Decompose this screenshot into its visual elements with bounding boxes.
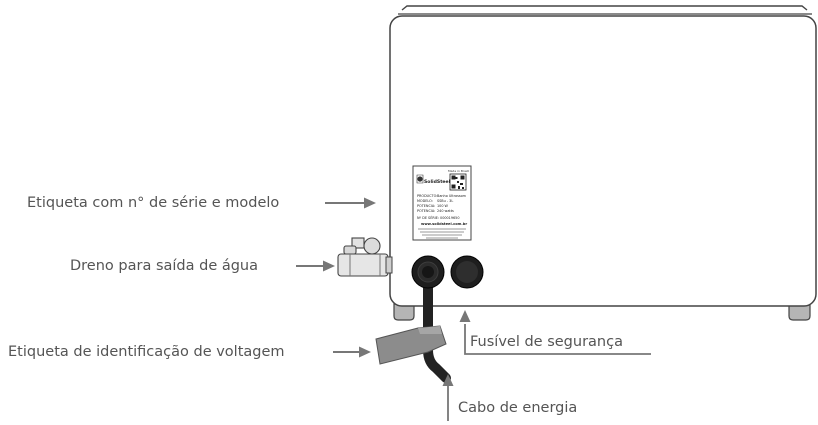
arrow-drain bbox=[296, 260, 335, 272]
callout-power-cable: Cabo de energia bbox=[458, 400, 578, 416]
label-brand: SolidSteel bbox=[424, 179, 451, 185]
label-row-2-key: MODELO: bbox=[417, 199, 433, 203]
product-label: SolidSteel Made in Brazil PRODUCTO: Banh… bbox=[412, 165, 472, 241]
callout-voltage-label: Etiqueta de identificação de voltagem bbox=[8, 344, 285, 360]
label-serial: Nº DE SÉRIE: 000019650 bbox=[417, 215, 459, 220]
label-website: www.solidsteel.com.br bbox=[421, 222, 467, 226]
arrow-serial-label bbox=[325, 197, 376, 209]
label-row-4-value: 240 watts bbox=[437, 209, 454, 213]
arrow-voltage-tag bbox=[333, 346, 371, 358]
cable-grommet bbox=[411, 255, 445, 289]
arrow-power-cable bbox=[442, 374, 454, 421]
label-fine-print bbox=[418, 228, 466, 239]
device-body bbox=[389, 15, 817, 307]
qr-code-icon bbox=[449, 173, 467, 191]
callout-serial-label: Etiqueta com n° de série e modelo bbox=[27, 195, 280, 211]
callout-fuse: Fusível de segurança bbox=[470, 334, 623, 350]
label-row-1-value: Banho Ultrassom bbox=[437, 194, 467, 198]
label-row-2-value: SSBu - 3L bbox=[437, 199, 453, 203]
device-foot-right bbox=[788, 303, 811, 321]
label-row-4-key: POTENCIA: bbox=[417, 209, 435, 213]
label-row-3-value: 100 W bbox=[437, 204, 449, 208]
fuse-holder[interactable] bbox=[450, 255, 484, 289]
device-foot-left bbox=[393, 303, 415, 321]
label-row-1-key: PRODUCTO: bbox=[417, 194, 437, 198]
arrow-fuse bbox=[459, 310, 651, 355]
label-row-3-key: POTENCIA: bbox=[417, 204, 435, 208]
brand-logo-icon bbox=[416, 174, 424, 184]
voltage-tag bbox=[375, 325, 447, 365]
label-made-in: Made in Brazil bbox=[448, 169, 469, 173]
device-top-ridge bbox=[401, 5, 808, 11]
drain-valve[interactable] bbox=[337, 237, 393, 277]
callout-drain: Dreno para saída de água bbox=[70, 258, 259, 274]
